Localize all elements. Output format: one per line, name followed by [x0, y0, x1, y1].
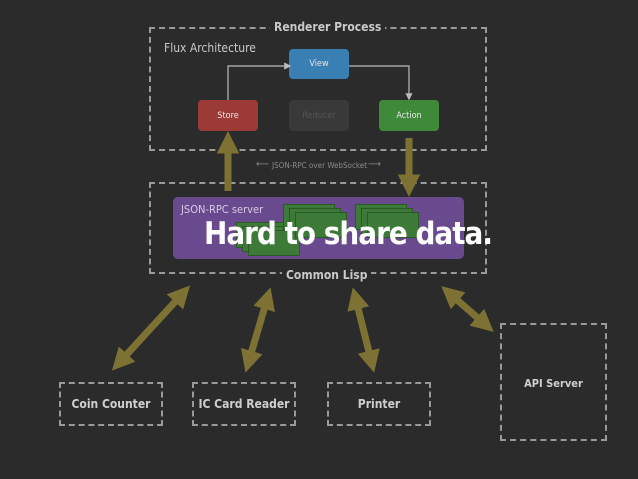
printer-label: Printer: [357, 397, 401, 411]
action-node: Action: [379, 100, 439, 131]
api-server-box: [500, 323, 607, 441]
coin-counter-label: Coin Counter: [71, 397, 151, 411]
ic-card-reader-label: IC Card Reader: [198, 397, 290, 411]
server-arrows: [216, 131, 421, 197]
view-node: View: [289, 49, 349, 79]
store-node: Store: [198, 100, 258, 131]
json-rpc-server-title: JSON-RPC server: [181, 203, 264, 216]
coin-counter-box: [59, 382, 163, 426]
printer-box: [327, 382, 431, 426]
flux-arrows: [227, 62, 413, 101]
reducer-node: Reducer: [289, 100, 349, 131]
transport-label: JSON-RPC over WebSocket: [272, 161, 368, 170]
device-arrows: [111, 285, 494, 373]
hard-to-share-data-caption: Hard to share data.: [204, 216, 493, 252]
handler-stack-middle: [283, 204, 347, 238]
ic-card-reader-box: [192, 382, 296, 426]
transport-right-arrow: ⟶: [368, 159, 381, 170]
handler-stack-right: [355, 204, 419, 238]
transport-left-arrow: ⟵: [256, 159, 269, 170]
renderer-process-title: Renderer Process: [270, 20, 386, 34]
common-lisp-title: Common Lisp: [282, 268, 372, 282]
flux-architecture-title: Flux Architecture: [164, 41, 256, 55]
handler-stack-left: [236, 222, 300, 256]
api-server-label: API Server: [524, 376, 583, 390]
